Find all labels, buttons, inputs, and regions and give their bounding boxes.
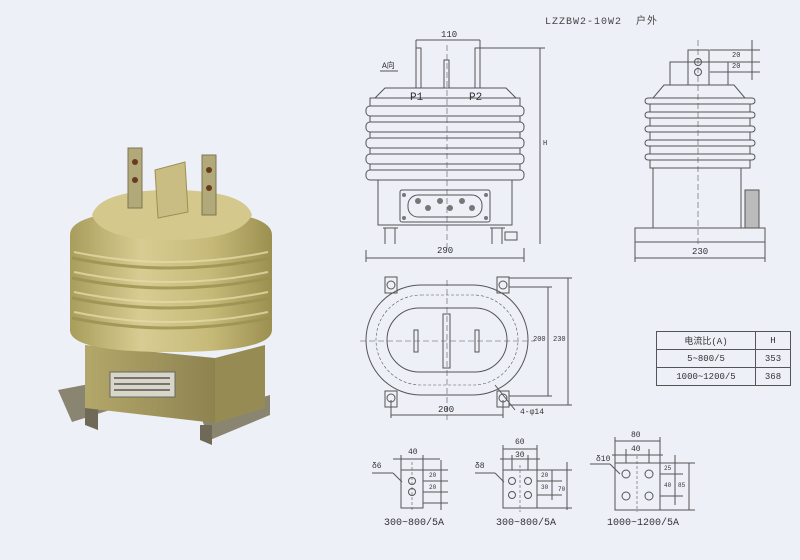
dim-height-h: H [543, 140, 548, 148]
dim-front-width: 290 [437, 246, 454, 256]
caption-1: 300~800/5A [384, 518, 445, 529]
h-cell: 368 [755, 367, 791, 386]
ratio-table-header: 电流比(A) H [656, 331, 791, 350]
dim-width-1: 40 [408, 448, 418, 457]
dim-top-outer-height: 230 [553, 336, 566, 344]
dim-top-width: 200 [438, 405, 455, 415]
dim-side-width: 230 [692, 247, 709, 257]
product-photo [40, 140, 300, 450]
dim-2b: 30 [541, 484, 549, 491]
ratio-table: 电流比(A) H 5~800/5 353 1000~1200/5 368 [656, 331, 791, 386]
caption-2: 300~800/5A [496, 518, 557, 529]
dim-2c: 70 [558, 486, 566, 493]
terminal-label-p2: P2 [469, 92, 483, 104]
dim-3b: 40 [664, 482, 672, 489]
caption-3: 1000~1200/5A [607, 518, 680, 529]
dim-2a: 20 [541, 472, 549, 479]
terminal-detail-3 [590, 437, 695, 512]
top-view [360, 276, 572, 420]
dim-side-top-2: 20 [732, 63, 741, 71]
dim-3c: 85 [678, 482, 686, 489]
side-view [634, 40, 766, 262]
h-cell: 353 [755, 349, 791, 368]
current-transformer-illustration [58, 147, 272, 445]
terminal-detail-1 [372, 455, 448, 512]
front-view [365, 39, 545, 262]
view-arrow-label: A向 [382, 62, 395, 71]
dim-inner-2: 30 [515, 451, 525, 460]
dim-1a: 20 [429, 472, 437, 479]
table-row: 5~800/5 353 [656, 349, 791, 368]
dim-1b: 20 [429, 484, 437, 491]
dim-side-top-1: 20 [732, 52, 741, 60]
drawing-title: LZZBW2-10W2 户外 [545, 12, 658, 28]
thickness-label-2: δ8 [475, 462, 485, 471]
dim-inner-3: 40 [631, 445, 641, 454]
header-ratio: 电流比(A) [656, 331, 756, 350]
table-row: 1000~1200/5 368 [656, 367, 791, 386]
dim-width-2: 60 [515, 438, 525, 447]
terminal-label-p1: P1 [410, 92, 424, 104]
model-number: LZZBW2-10W2 [545, 17, 623, 28]
mounting-holes-label: 4-φ14 [520, 408, 545, 417]
header-h: H [755, 331, 791, 350]
dim-top-inner-height: 200 [533, 336, 546, 344]
thickness-label-3: δ10 [596, 455, 611, 464]
dim-3a: 25 [664, 465, 672, 472]
ratio-cell: 5~800/5 [656, 349, 756, 368]
dim-terminal-spacing: 110 [441, 30, 458, 40]
outdoor-label: 户外 [636, 17, 659, 28]
ratio-cell: 1000~1200/5 [656, 367, 756, 386]
thickness-label-1: δ6 [372, 462, 382, 471]
dim-width-3: 80 [631, 431, 641, 440]
